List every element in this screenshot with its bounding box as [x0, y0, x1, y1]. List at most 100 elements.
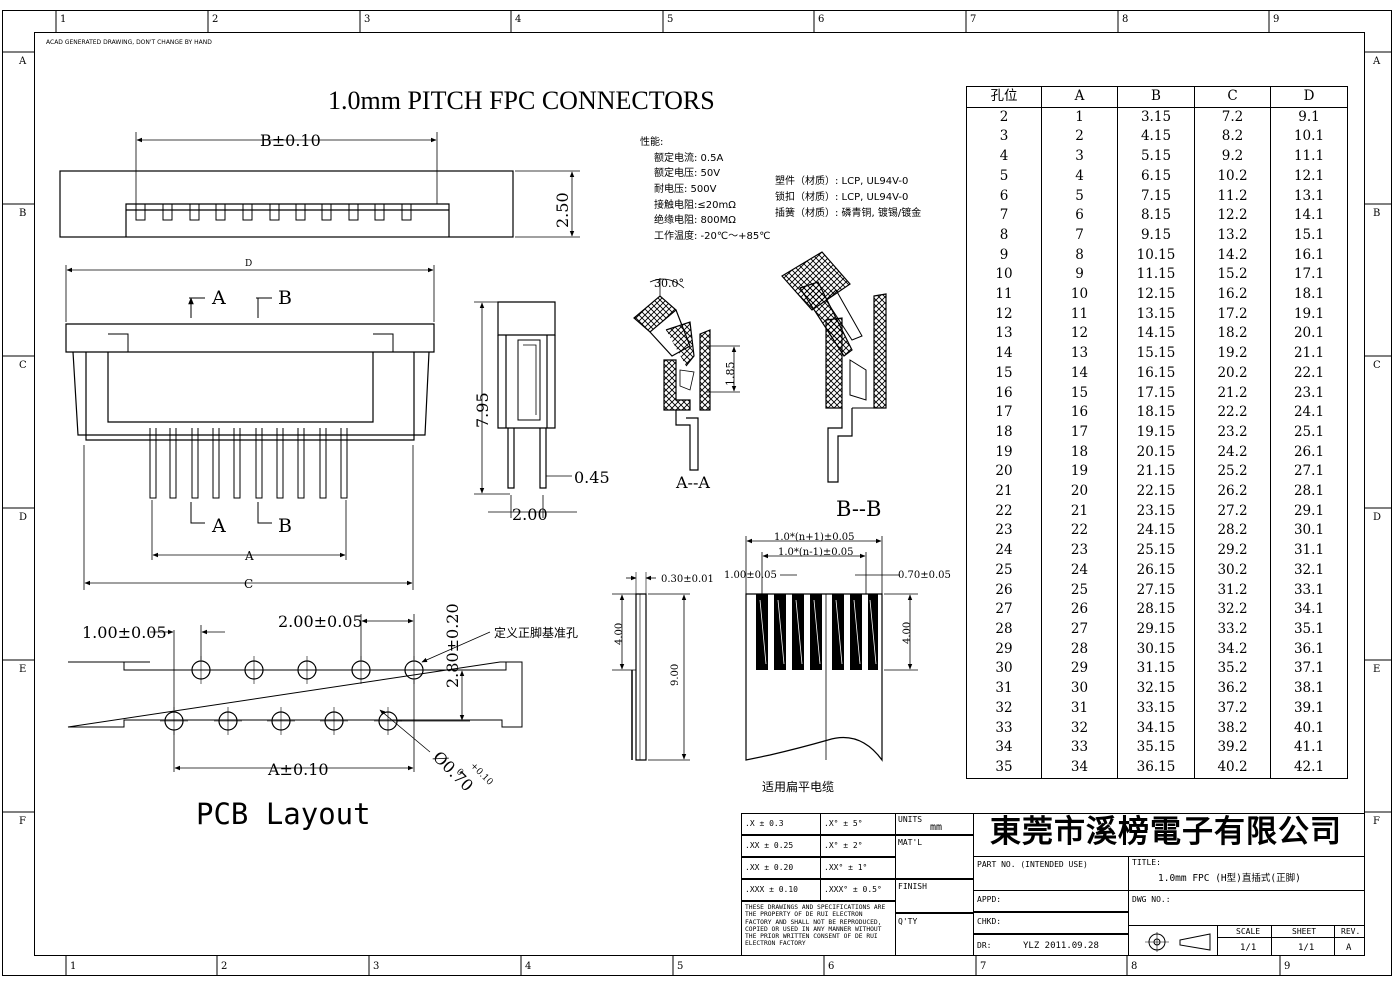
tol-lin-4: .XXX ± 0.10 — [745, 885, 798, 894]
dim-250: 2.50 — [553, 192, 572, 228]
col-header: B — [1117, 86, 1195, 108]
dim-200: 2.00 — [512, 505, 548, 524]
row-label: E — [1373, 664, 1381, 675]
table-cell: 5 — [966, 166, 1042, 187]
table-cell: 34.15 — [1117, 718, 1195, 739]
table-cell: 13.15 — [1117, 304, 1195, 325]
table-cell: 25 — [1041, 580, 1118, 601]
dim-045: 0.45 — [574, 468, 610, 487]
dim-b-tol: B±0.10 — [260, 131, 321, 150]
scale-label: SCALE — [1236, 927, 1261, 936]
section-a-a — [633, 278, 740, 471]
table-cell: 21.15 — [1117, 462, 1195, 483]
col-header: C — [1194, 86, 1271, 108]
part-no-label: PART NO. (INTENDED USE) — [977, 860, 1088, 869]
ruler-ticks — [2, 10, 1392, 976]
table-cell: 19 — [966, 442, 1042, 463]
table-cell: 32.1 — [1270, 560, 1348, 581]
material-line: 插簧（材质）: 磷青铜, 镀锡/镀金 — [775, 208, 922, 219]
col-label: 1 — [60, 14, 67, 25]
table-cell: 12.15 — [1117, 285, 1195, 305]
table-cell: 15 — [966, 363, 1042, 384]
scale-value: 1/1 — [1240, 943, 1257, 953]
table-cell: 10 — [1041, 285, 1118, 305]
ref-hole-note: 定义正脚基准孔 — [494, 625, 578, 640]
dim-thickness: 0.30±0.01 — [661, 574, 714, 585]
table-cell: 17.2 — [1194, 304, 1271, 325]
table-cell: 20 — [1041, 482, 1118, 502]
table-cell: 14 — [966, 344, 1042, 364]
table-cell: 11 — [966, 285, 1042, 305]
table-cell: 19 — [1041, 462, 1118, 483]
col-label: 9 — [1273, 14, 1280, 25]
fpc-top-view — [745, 536, 918, 762]
table-cell: 22.15 — [1117, 482, 1195, 502]
table-cell: 18.15 — [1117, 403, 1195, 423]
table-cell: 29.1 — [1270, 501, 1348, 522]
row-label: E — [19, 664, 27, 675]
table-cell: 24.2 — [1194, 442, 1271, 463]
dim-d: D — [245, 259, 252, 269]
dim-185: 1.85 — [724, 362, 737, 387]
section-a-a-label: A--A — [675, 473, 710, 492]
table-cell: 22.1 — [1270, 363, 1348, 384]
dim-n-minus: 1.0*(n-1)±0.05 — [778, 547, 854, 558]
table-cell: 36.2 — [1194, 679, 1271, 699]
pcb-layout-title: PCB Layout — [196, 797, 371, 831]
table-cell: 28.15 — [1117, 600, 1195, 620]
tol-ang-4: .XXX° ± 0.5° — [824, 885, 882, 894]
spec-line: 接触电阻:≤20mΩ — [654, 200, 736, 211]
table-cell: 19.1 — [1270, 304, 1348, 325]
table-cell: 33 — [966, 718, 1042, 739]
spec-line: 额定电压: 50V — [654, 168, 721, 179]
dim-fpc-900: 9.00 — [670, 664, 681, 686]
table-cell: 8 — [1041, 245, 1118, 266]
table-cell: 9.2 — [1194, 147, 1271, 167]
table-cell: 12 — [1041, 324, 1118, 345]
fpc-caption: 适用扁平电缆 — [762, 780, 834, 794]
table-cell: 37.1 — [1270, 659, 1348, 680]
dim-pitch1: 1.00±0.05 — [82, 623, 167, 642]
table-cell: 36.15 — [1117, 757, 1195, 779]
table-cell: 36.1 — [1270, 639, 1348, 660]
spec-line: 耐电压: 500V — [654, 184, 717, 195]
table-cell: 21 — [966, 482, 1042, 502]
table-cell: 25 — [966, 560, 1042, 581]
table-cell: 4.15 — [1117, 127, 1195, 148]
table-cell: 15.2 — [1194, 265, 1271, 286]
dim-fpc-h400: 4.00 — [902, 622, 913, 644]
table-cell: 29.15 — [1117, 619, 1195, 640]
col-label: 6 — [818, 14, 825, 25]
table-cell: 32 — [966, 698, 1042, 719]
table-cell: 24.1 — [1270, 403, 1348, 423]
table-cell: 16 — [1041, 403, 1118, 423]
table-cell: 26.1 — [1270, 442, 1348, 463]
table-cell: 14.15 — [1117, 324, 1195, 345]
table-cell: 35 — [966, 757, 1042, 779]
table-cell: 26 — [966, 580, 1042, 601]
table-cell: 10.1 — [1270, 127, 1348, 148]
table-cell: 9 — [966, 245, 1042, 266]
table-cell: 28 — [966, 619, 1042, 640]
table-cell: 27 — [966, 600, 1042, 620]
table-cell: 4 — [1041, 166, 1118, 187]
table-cell: 18 — [966, 422, 1042, 443]
tol-ang-1: .X° ± 5° — [824, 819, 863, 828]
table-cell: 33 — [1041, 738, 1118, 758]
table-cell: 26.2 — [1194, 482, 1271, 502]
col-label: 7 — [980, 961, 987, 972]
